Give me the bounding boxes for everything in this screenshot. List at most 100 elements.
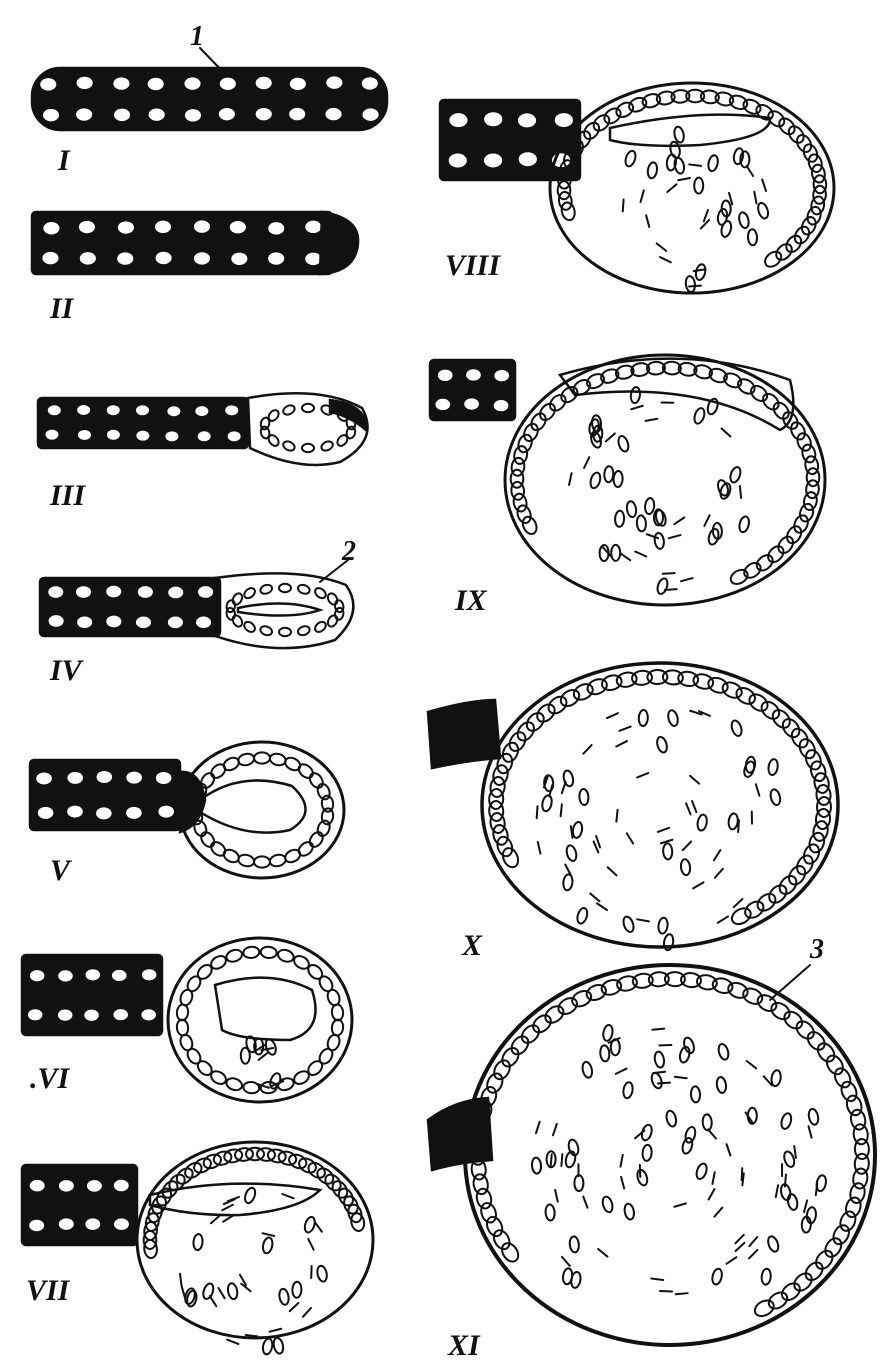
lens-fibre — [674, 1203, 686, 1206]
lens-cell — [655, 736, 668, 754]
lens-fibre — [667, 184, 676, 192]
lens-fibre — [686, 803, 690, 814]
cell-nucleus — [87, 1180, 102, 1192]
cell-nucleus — [464, 398, 479, 409]
lens-fibre — [606, 433, 615, 441]
cell-nucleus — [219, 108, 235, 120]
cell-nucleus — [494, 370, 509, 381]
cell-outline — [307, 771, 325, 791]
lens-fibre — [726, 1257, 736, 1264]
cell-nucleus — [289, 108, 305, 120]
cell-outline — [515, 504, 533, 525]
cell-outline — [202, 1152, 224, 1171]
cell-nucleus — [117, 252, 133, 264]
cell-outline — [282, 404, 296, 417]
lens-fibre — [620, 1155, 622, 1167]
ectoderm-block — [22, 955, 162, 1035]
cell-outline — [585, 676, 609, 696]
cell-nucleus — [84, 1010, 99, 1021]
cell-outline — [296, 839, 315, 858]
lens-cell — [730, 719, 744, 737]
lens-fibre — [658, 1083, 670, 1084]
cell-outline — [297, 1156, 319, 1176]
lens-fibre — [616, 1069, 627, 1074]
lens-fibre — [583, 745, 591, 754]
cell-nucleus — [136, 431, 149, 441]
cell-outline — [279, 628, 291, 636]
lens-fibre — [718, 916, 728, 922]
lens-fibre — [627, 833, 633, 843]
lens-cell — [738, 515, 751, 533]
lens-fibre — [596, 836, 600, 847]
lens-cell — [581, 1061, 593, 1079]
cell-outline — [176, 1019, 189, 1036]
lens-cell — [201, 1282, 215, 1300]
lens-cell — [576, 907, 589, 925]
cell-outline — [801, 443, 818, 464]
cell-outline — [798, 502, 815, 523]
cell-outline — [269, 752, 287, 767]
lens-cell — [604, 466, 614, 482]
lens-cell — [193, 1234, 203, 1251]
cell-nucleus — [30, 970, 45, 981]
cell-outline — [282, 440, 296, 453]
cell-outline — [316, 819, 332, 838]
cell-outline — [475, 1187, 493, 1210]
lens-cell — [673, 126, 685, 144]
cell-nucleus — [196, 617, 211, 629]
cell-outline — [479, 1201, 499, 1224]
vesicle-cavity — [200, 780, 306, 832]
cell-nucleus — [48, 405, 61, 415]
cell-nucleus — [435, 399, 450, 410]
lens-cell — [682, 1036, 696, 1054]
lens-cell — [782, 1150, 796, 1168]
cell-nucleus — [80, 252, 96, 264]
lens-cell — [767, 758, 778, 775]
cell-outline — [810, 195, 826, 215]
cell-outline — [259, 625, 273, 637]
lens-fibre — [584, 457, 589, 468]
cell-nucleus — [362, 77, 378, 89]
cell-outline — [584, 982, 608, 1003]
cell-outline — [804, 455, 819, 475]
lens-cell — [720, 220, 733, 238]
lens-cell — [622, 1082, 633, 1099]
cell-nucleus — [30, 1180, 45, 1192]
vesicle-cavity — [610, 115, 770, 146]
lens-fibre — [692, 801, 696, 812]
lens-cell — [262, 1338, 274, 1355]
cell-outline — [537, 401, 558, 423]
cell-nucleus — [126, 772, 142, 784]
lens-cell — [562, 874, 573, 891]
cell-nucleus — [43, 222, 59, 234]
lens-cell — [545, 1204, 555, 1221]
cell-nucleus — [85, 1218, 100, 1230]
lens-cell — [742, 760, 756, 778]
cell-nucleus — [58, 970, 73, 981]
cell-outline — [243, 1081, 260, 1094]
lens-fibre — [583, 1197, 587, 1208]
lens-fibre — [590, 894, 599, 902]
stage-label-IX: IX — [454, 584, 488, 617]
cell-nucleus — [49, 615, 64, 627]
cell-nucleus — [43, 109, 59, 121]
lens-fibre — [714, 850, 720, 860]
lens-fibre — [712, 1172, 714, 1184]
cell-nucleus — [555, 113, 573, 127]
lens-fibre — [623, 200, 624, 212]
cell-nucleus — [484, 112, 502, 126]
lens-cell — [601, 1195, 614, 1213]
cell-outline — [784, 524, 804, 546]
lens-fibre — [227, 1340, 238, 1344]
lens-fibre — [635, 552, 646, 557]
lens-fibre — [715, 869, 723, 878]
lens-fibre — [616, 810, 617, 822]
cell-outline — [302, 404, 314, 412]
cell-outline — [297, 625, 311, 637]
cell-nucleus — [325, 108, 341, 120]
cell-outline — [491, 824, 509, 847]
cell-outline — [849, 1182, 867, 1204]
cell-nucleus — [40, 78, 56, 90]
lens-cell — [316, 1265, 328, 1283]
